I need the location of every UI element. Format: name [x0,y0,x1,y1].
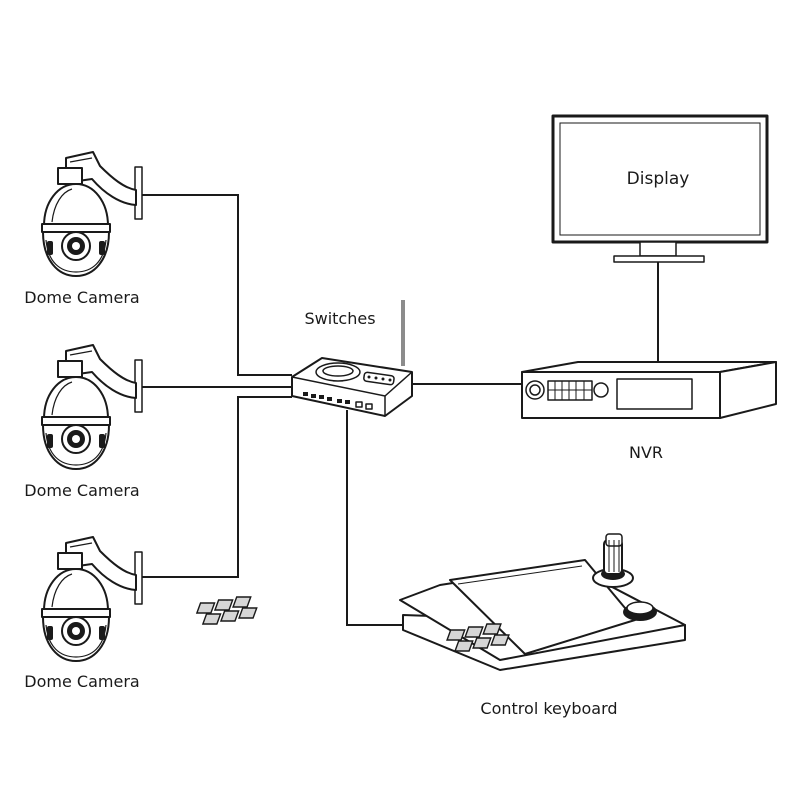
nvr-label: NVR [629,443,663,462]
joystick [592,533,634,588]
dome-camera-icon [41,536,143,662]
dome-camera-2: Dome Camera [24,344,143,500]
dome-camera-icon [41,344,143,470]
control-keyboard: Control keyboard [195,533,686,718]
dome-camera-3: Dome Camera [24,536,143,691]
switch-router-icon [291,300,413,417]
monitor-icon [551,114,769,263]
control-keyboard-label: Control keyboard [480,699,617,718]
display: Display [551,114,769,263]
ptz-keyboard-icon [195,533,686,671]
switch-router: Switches [291,300,413,417]
dome-camera-icon [41,151,143,277]
camera-1-label: Dome Camera [24,288,139,307]
key-block [195,596,510,652]
nvr: NVR [521,361,777,462]
camera-2-label: Dome Camera [24,481,139,500]
dome-camera-1: Dome Camera [24,151,143,307]
connection-lines [142,194,659,626]
switches-label: Switches [304,309,375,328]
display-label: Display [627,169,690,189]
nvr-recorder-icon [521,361,777,419]
camera-3-label: Dome Camera [24,672,139,691]
